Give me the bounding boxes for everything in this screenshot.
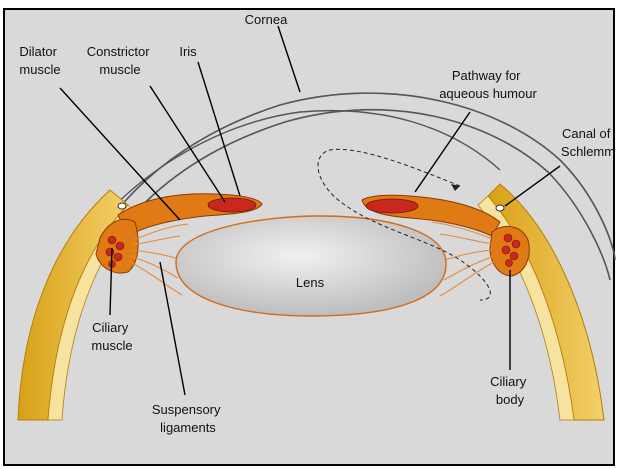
label-ciliary-muscle: Ciliary muscle: [91, 320, 132, 353]
left-canal-of-schlemm: [118, 203, 126, 209]
leader-constrictor: [150, 86, 225, 202]
leader-pathway: [415, 112, 470, 192]
label-ciliary-body: Ciliary body: [490, 374, 530, 407]
label-dilator: Dilator muscle: [19, 44, 60, 77]
lens: [176, 216, 446, 316]
label-constrictor: Constrictor muscle: [87, 44, 153, 77]
leader-suspensory: [160, 262, 185, 395]
label-lens: Lens: [296, 275, 325, 290]
label-cornea: Cornea: [245, 12, 288, 27]
label-suspensory: Suspensory ligaments: [152, 402, 224, 435]
right-constrictor-muscle: [366, 199, 418, 213]
right-canal-of-schlemm: [496, 205, 504, 211]
label-iris: Iris: [179, 44, 197, 59]
leader-canal: [505, 166, 560, 206]
leader-cornea: [278, 26, 300, 92]
label-pathway: Pathway for aqueous humour: [439, 68, 537, 101]
left-constrictor-muscle: [208, 198, 256, 212]
label-canal: Canal of Schlemm: [561, 126, 615, 159]
